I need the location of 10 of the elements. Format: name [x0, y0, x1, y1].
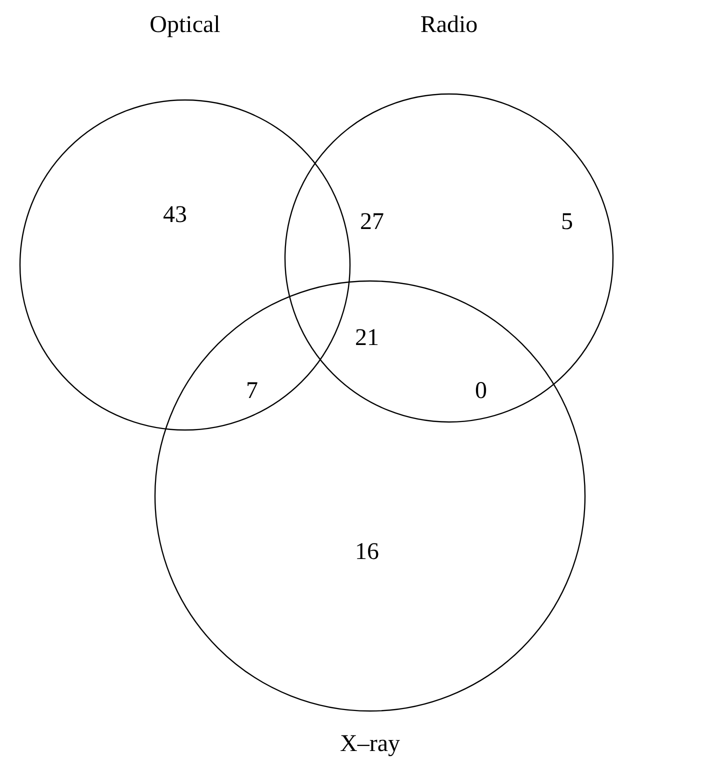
region-count: 27	[360, 210, 384, 234]
region-count: 21	[355, 326, 379, 350]
region-count: 0	[475, 379, 487, 403]
region-count: 16	[355, 540, 379, 564]
region-count: 43	[163, 203, 187, 227]
set-label: Optical	[150, 13, 220, 37]
set-label: X–ray	[340, 732, 400, 756]
set-label: Radio	[420, 13, 478, 37]
region-count: 7	[246, 379, 258, 403]
region-count: 5	[561, 210, 573, 234]
